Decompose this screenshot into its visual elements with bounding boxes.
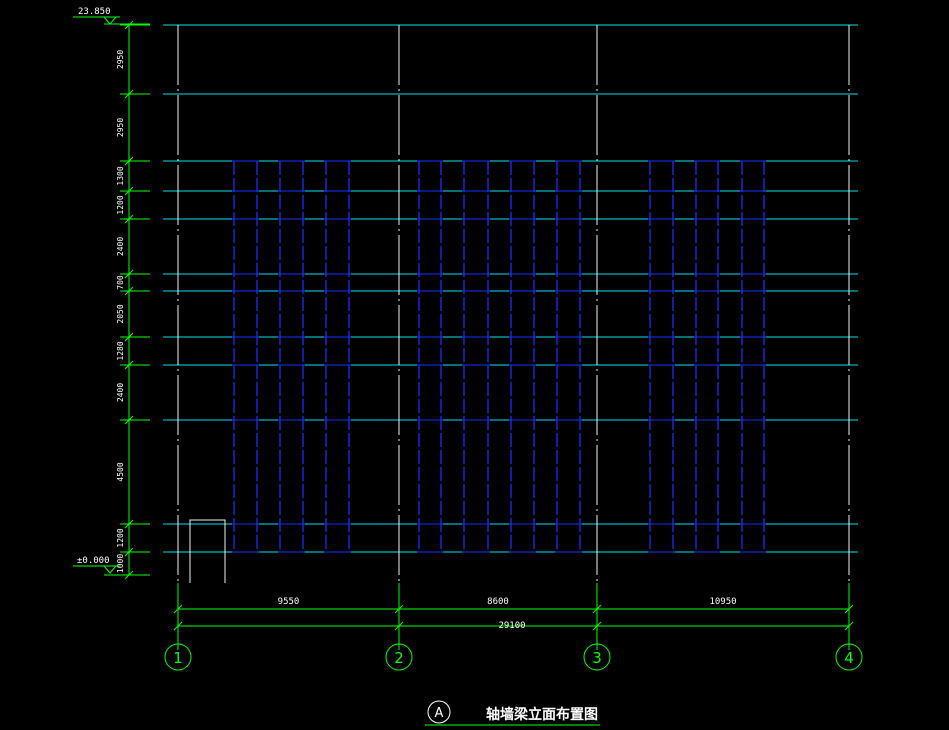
vertical-dim-tick	[124, 156, 134, 166]
vertical-dim-label: 2950	[116, 118, 125, 137]
horizontal-dim-tick	[173, 604, 183, 614]
title-circle-letter: A	[435, 706, 444, 721]
vertical-dim-label: 700	[116, 275, 125, 290]
span-dim-label: 10950	[709, 597, 736, 607]
horizontal-dim-tick	[844, 604, 854, 614]
axis-bubble	[835, 643, 863, 671]
vertical-dim-label: 2400	[116, 237, 125, 256]
vertical-dim-tick	[124, 415, 134, 425]
span-dim-label: 8600	[487, 597, 509, 607]
vertical-dim-label: 1300	[116, 166, 125, 185]
vertical-dim-label: 2050	[116, 304, 125, 323]
vertical-dim-label: 1200	[116, 195, 125, 214]
top-elevation-marker: 23.850	[73, 7, 150, 25]
vertical-dim-tick	[124, 360, 134, 370]
span-dim-label: 9550	[278, 597, 300, 607]
horizontal-dim-tick	[173, 621, 183, 631]
blue-dashed-members	[232, 160, 766, 553]
zero-elevation-text: ±0.000	[77, 556, 110, 566]
vertical-dim-tick	[124, 269, 134, 279]
column-lines	[177, 25, 850, 650]
axis-label: 4	[844, 649, 854, 667]
door-opening	[189, 519, 226, 583]
vertical-dim-label: 1280	[116, 341, 125, 360]
grid-axes: 1 2 3 4	[164, 643, 863, 671]
horizontal-dim-tick	[592, 604, 602, 614]
vertical-dim-tick	[124, 519, 134, 529]
vertical-dim-label: 2400	[116, 383, 125, 402]
axis-label: 3	[592, 649, 602, 667]
horizontal-dim-tick	[394, 604, 404, 614]
axis-bubble	[385, 643, 413, 671]
drawing-title: A 轴墙梁立面布置图	[425, 700, 600, 726]
horizontal-dim-tick	[592, 621, 602, 631]
title-circle	[427, 700, 451, 724]
top-elevation-text: 23.850	[78, 7, 111, 17]
axis-bubble	[164, 643, 192, 671]
axis-label: 2	[394, 649, 404, 667]
horizontal-dimension-chain: 29100 9550 8600 10950	[173, 597, 854, 631]
vertical-dimension-chain: 2950 2950 1300 1200 2400 700 2050 1280 2400 4500 1…	[116, 20, 150, 580]
zero-elevation-marker: ±0.000	[73, 556, 150, 576]
vertical-dim-tick	[124, 89, 134, 99]
axis-bubble	[583, 643, 611, 671]
vertical-dim-label: 2950	[116, 50, 125, 69]
total-span-label: 29100	[498, 621, 525, 631]
vertical-dim-tick	[124, 186, 134, 196]
axis-label: 1	[173, 649, 183, 667]
vertical-dim-tick	[124, 286, 134, 296]
vertical-dim-label: 4500	[116, 462, 125, 481]
vertical-dim-tick	[124, 547, 134, 557]
vertical-dim-label: 1000	[116, 554, 125, 573]
horizontal-dim-tick	[394, 621, 404, 631]
vertical-dim-label: 1200	[116, 528, 125, 547]
vertical-dim-tick	[124, 214, 134, 224]
vertical-dim-tick	[124, 20, 134, 30]
title-text: 轴墙梁立面布置图	[486, 706, 598, 723]
horizontal-dim-tick	[844, 621, 854, 631]
vertical-dim-tick	[124, 332, 134, 342]
